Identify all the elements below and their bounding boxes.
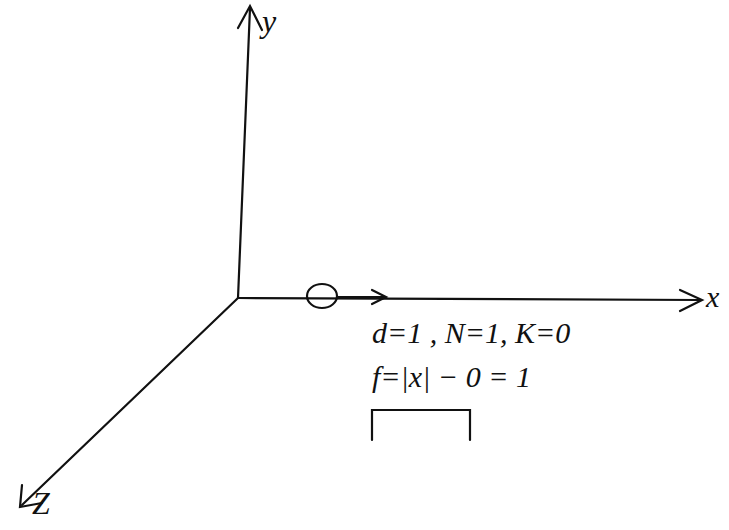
y-axis	[238, 8, 250, 298]
parameter-note: d=1 , N=1, K=0	[372, 316, 570, 349]
axis-label: y	[262, 4, 276, 39]
equation-note: f=|x| − 0 = 1	[372, 360, 531, 393]
velocity-arrow	[337, 296, 385, 298]
z-axis	[22, 298, 238, 505]
axis-label: x	[706, 280, 719, 313]
velocity-arrowhead	[372, 290, 386, 304]
partial-box	[372, 410, 470, 440]
y-arrowhead	[238, 6, 262, 30]
particle-circle	[307, 284, 337, 308]
axis-label: Z	[32, 486, 50, 521]
x-arrowhead	[680, 290, 702, 311]
